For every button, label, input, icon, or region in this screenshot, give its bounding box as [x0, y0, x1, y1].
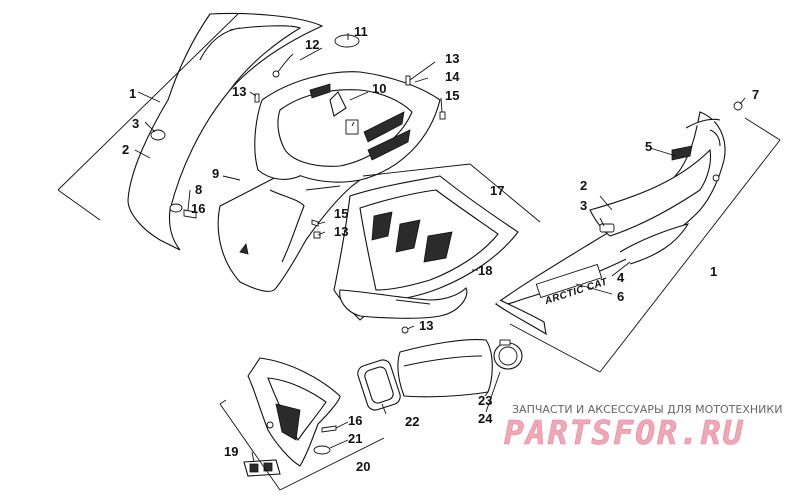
callout-13-mid: 13: [334, 224, 348, 239]
callout-3-right: 3: [580, 198, 587, 213]
callout-2-left: 2: [122, 142, 129, 157]
callout-11: 11: [354, 24, 368, 39]
air-intake-assembly: [243, 339, 523, 477]
callout-12: 12: [305, 37, 319, 52]
callout-9: 9: [212, 166, 219, 181]
callout-1-right: 1: [710, 264, 717, 279]
intake-duct-23: [397, 339, 493, 398]
callout-18: 18: [478, 263, 492, 278]
callout-8: 8: [195, 182, 202, 197]
callout-15-top: 15: [445, 88, 459, 103]
callout-22: 22: [405, 414, 419, 429]
hood-hardware: [183, 34, 446, 239]
callout-1-left: 1: [129, 86, 136, 101]
callout-23: 23: [478, 393, 492, 408]
left-panel-fastener: [150, 129, 166, 141]
callout-21: 21: [348, 431, 362, 446]
left-panel-clip: [169, 203, 183, 213]
callout-17: 17: [490, 183, 504, 198]
callout-5: 5: [645, 139, 652, 154]
clip-19: [243, 459, 281, 477]
callout-6: 6: [617, 289, 624, 304]
right-side-panel: ARCTIC CAT: [494, 101, 743, 336]
hood-nose: [217, 71, 441, 292]
callout-10: 10: [372, 81, 386, 96]
arctic-cat-decal: [535, 263, 603, 299]
left-panel-bracket-bottom: [57, 189, 101, 221]
callout-13-top-left: 13: [232, 84, 246, 99]
callout-2-right: 2: [580, 178, 587, 193]
tray-screw: [401, 326, 409, 334]
callout-20: 20: [356, 459, 370, 474]
storage-tray: [333, 175, 519, 334]
callout-14: 14: [445, 69, 460, 84]
callout-24: 24: [478, 411, 493, 426]
left-panel-bracket-top: [57, 13, 239, 191]
callout-13-low: 13: [419, 318, 433, 333]
callout-4: 4: [617, 270, 625, 285]
callout-7: 7: [752, 87, 759, 102]
watermark-logo: PARTSFOR.RU: [504, 413, 745, 452]
right-panel-fastener: [599, 223, 615, 233]
callout-16-bottom: 16: [348, 413, 362, 428]
callout-16-left: 16: [191, 201, 205, 216]
callout-15-mid: 15: [334, 206, 348, 221]
watermark-tagline: ЗАПЧАСТИ И АКСЕССУАРЫ ДЛЯ МОТОТЕХНИКИ: [512, 403, 782, 416]
callout-13-top-right: 13: [445, 51, 459, 66]
callout-19: 19: [224, 444, 238, 459]
callout-3-left: 3: [132, 116, 139, 131]
left-side-panel: [127, 12, 324, 251]
